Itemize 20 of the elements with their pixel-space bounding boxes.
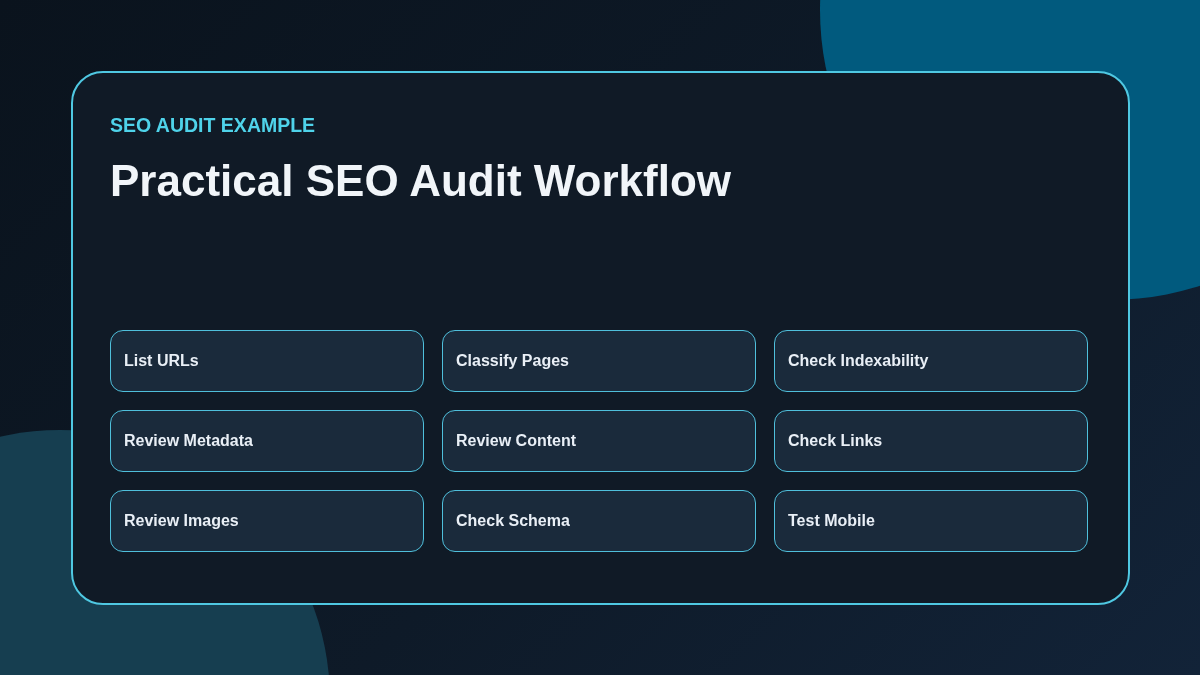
step-label: List URLs	[124, 351, 199, 371]
step-card	[442, 490, 756, 552]
step-card	[774, 330, 1088, 392]
step-card	[110, 330, 424, 392]
eyebrow-text: SEO AUDIT EXAMPLE	[110, 113, 316, 137]
step-label: Check Schema	[456, 511, 570, 531]
step-label: Check Indexability	[788, 351, 929, 371]
step-label: Review Content	[456, 431, 576, 451]
title: Practical SEO Audit Workflow	[110, 155, 731, 207]
step-card	[774, 490, 1088, 552]
step-label: Test Mobile	[788, 511, 875, 531]
step-card	[442, 410, 756, 472]
step-label: Classify Pages	[456, 351, 569, 371]
step-card	[774, 410, 1088, 472]
step-label: Review Images	[124, 511, 239, 531]
step-card	[110, 410, 424, 472]
step-label: Review Metadata	[124, 431, 253, 451]
step-label: Check Links	[788, 431, 883, 451]
step-card	[110, 490, 424, 552]
step-card	[442, 330, 756, 392]
